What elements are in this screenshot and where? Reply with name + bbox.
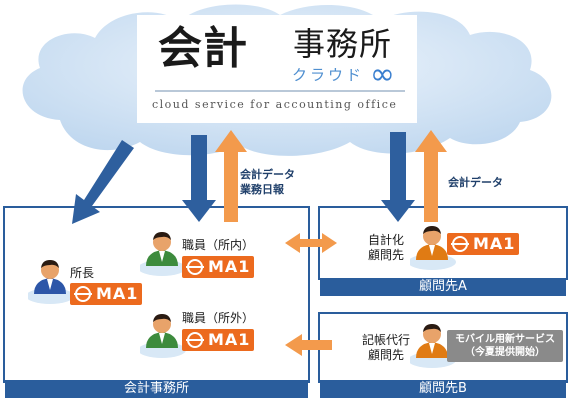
client-b-panel-label: 顧問先B xyxy=(320,380,566,398)
logo-divider xyxy=(155,90,405,92)
mobile-badge-line1: モバイル用新サービス xyxy=(455,334,555,345)
arrow-staff-to-cloud xyxy=(215,130,247,222)
arrow-staff-client-a-bidirectional xyxy=(285,233,337,253)
staff-in-label: 職員（所内） xyxy=(182,238,255,252)
logo-tagline: cloud service for accounting office xyxy=(152,98,398,111)
ma1-logo-icon xyxy=(74,286,92,302)
arrow-cloud-to-client-a xyxy=(381,132,415,222)
client-a-label-line1: 自計化 xyxy=(368,233,405,247)
ma1-logo-icon xyxy=(186,259,204,275)
client-b-label-line2: 顧問先 xyxy=(368,348,405,362)
staff-out-label: 職員（所外） xyxy=(182,311,255,325)
arrow-cloud-to-staff xyxy=(182,135,216,222)
infinity-icon: ∞ xyxy=(370,57,395,92)
client-a-ma1-badge: MA1 xyxy=(447,233,520,255)
ma1-text: MA1 xyxy=(96,284,139,303)
staff-in-ma1-badge: MA1 xyxy=(182,256,255,278)
arrow-cloud-to-director xyxy=(72,140,134,224)
director-label: 所長 xyxy=(70,266,95,280)
logo-main-text: 会計 xyxy=(158,23,248,74)
ma1-text: MA1 xyxy=(473,234,516,253)
mobile-service-badge: モバイル用新サービス （今夏提供開始） xyxy=(447,330,563,362)
ma1-text: MA1 xyxy=(208,257,251,276)
ma1-logo-icon xyxy=(186,332,204,348)
logo-kana-text: クラウド xyxy=(292,66,365,84)
flow-label-right: 会計データ xyxy=(448,176,503,189)
staff-out-ma1-badge: MA1 xyxy=(182,329,255,351)
arrow-client-a-to-cloud xyxy=(415,130,447,222)
flow-label-left-2: 業務日報 xyxy=(240,183,284,196)
client-a-label-line2: 顧問先 xyxy=(368,248,405,262)
director-ma1-badge: MA1 xyxy=(70,283,143,305)
office-panel-label: 会計事務所 xyxy=(5,380,308,398)
arrow-client-b-to-staff xyxy=(285,334,332,356)
ma1-logo-icon xyxy=(451,236,469,252)
logo-panel xyxy=(137,15,417,123)
ma1-text: MA1 xyxy=(208,330,251,349)
mobile-badge-line2: （今夏提供開始） xyxy=(465,347,545,358)
flow-label-left-1: 会計データ xyxy=(240,168,295,181)
logo-sub-text: 事務所 xyxy=(293,25,393,63)
client-b-label-line1: 記帳代行 xyxy=(362,333,411,347)
client-a-panel-label: 顧問先A xyxy=(320,278,566,296)
